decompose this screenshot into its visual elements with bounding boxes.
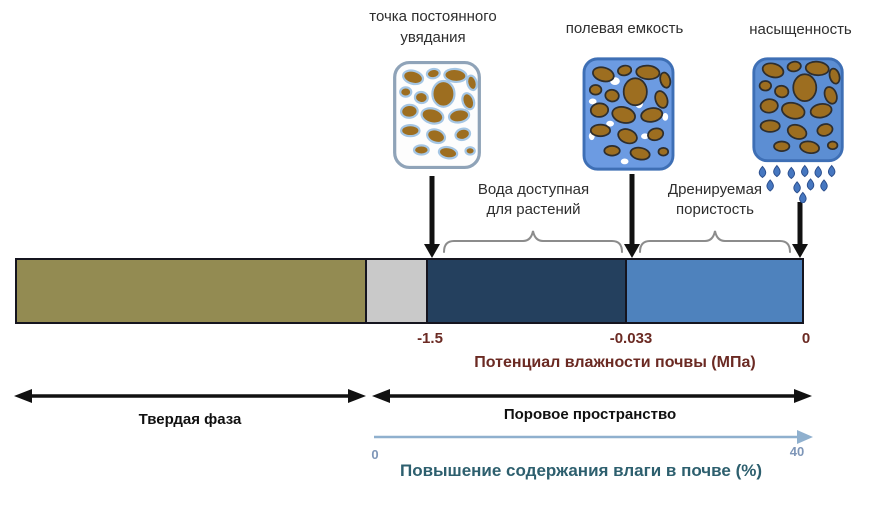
soil-box-wilting-icon (393, 60, 481, 170)
label-saturation: насыщенность (749, 21, 852, 38)
potential-axis-title: Потенциал влажности почвы (МПа) (474, 354, 756, 371)
moisture-min-value: 0 (371, 447, 379, 462)
pore-space-double-arrow (372, 389, 812, 403)
bar-segment-solid-phase (15, 258, 367, 324)
tick-field-capacity-potential: -0.033 (609, 330, 653, 347)
label-drainable-porosity: Дренируемая пористость (667, 181, 763, 219)
label-wilting-point: точка постоянного увядания (369, 8, 497, 46)
bar-segment-plant-available-water (426, 258, 627, 324)
tick-wilting-potential: -1.5 (417, 330, 443, 347)
label-pore-space: Поровое пространство (503, 406, 677, 423)
moisture-axis-arrow (374, 430, 813, 444)
solid-phase-double-arrow (14, 389, 366, 403)
bar-segment-unavailable-water (365, 258, 428, 324)
soil-composition-bar (15, 258, 808, 324)
label-plant-available-water: Вода доступная для растений (477, 181, 590, 219)
soil-box-field-capacity-icon (582, 57, 675, 171)
brace-plant-available-water (443, 230, 623, 253)
label-solid-phase: Твердая фаза (138, 411, 242, 428)
moisture-axis-title: Повышение содержания влаги в почве (%) (399, 461, 763, 480)
water-drops-icon (758, 164, 836, 203)
bar-segment-drainable-porosity (625, 258, 804, 324)
label-field-capacity: полевая емкость (565, 20, 684, 37)
soil-box-saturation-icon (752, 57, 844, 203)
tick-zero-potential: 0 (801, 330, 811, 347)
brace-drainable-porosity (639, 230, 791, 253)
moisture-max-value: 40 (789, 444, 805, 459)
